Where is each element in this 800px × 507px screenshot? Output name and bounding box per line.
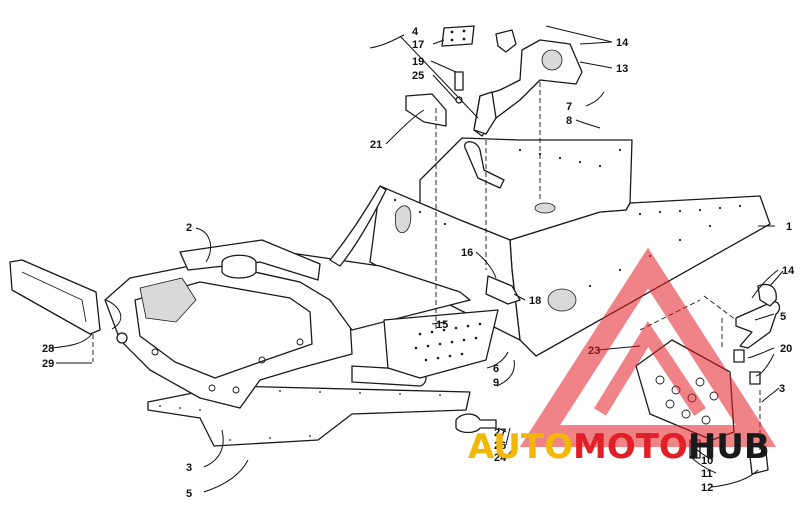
upper-rear-spar [329, 185, 387, 267]
callout-6: 6 [493, 363, 499, 375]
tunnel-front-cutout [394, 205, 412, 234]
bulkhead-floor [209, 249, 471, 331]
bolt-19 [454, 71, 464, 91]
callout-3-rear: 3 [779, 383, 785, 395]
upper-plate-holes [450, 29, 466, 42]
callout-1: 1 [786, 221, 792, 233]
callout-7: 7 [566, 101, 572, 113]
callout-17: 17 [412, 39, 424, 51]
bulkhead-side-window [139, 277, 197, 323]
belly-pan-holes [159, 389, 441, 441]
callout-15: 15 [436, 319, 448, 331]
link-12 [749, 451, 769, 475]
rear-strut-bracket [735, 301, 781, 349]
callout-13: 13 [616, 63, 628, 75]
watermark-text-moto: MOTO [573, 427, 688, 467]
watermark-text-hub: HUB [688, 427, 770, 467]
automotohub-watermark: AUTOMOTOHUB [468, 247, 777, 467]
callout-4: 4 [412, 26, 419, 38]
chassis-drawing [9, 25, 781, 475]
spacer-16 [485, 275, 521, 305]
front-pivot-boss [116, 332, 128, 344]
tunnel-grab-bar [464, 141, 505, 189]
callout-9: 9 [493, 377, 499, 389]
small-bracket-17 [495, 29, 517, 53]
callout-26: 26 [494, 440, 506, 452]
callout-5-belly-pan: 5 [186, 488, 192, 500]
steering-post-bore [541, 49, 563, 71]
callout-10: 10 [701, 455, 713, 467]
footrest-perforations [414, 322, 482, 362]
callout-24: 24 [494, 452, 507, 464]
upper-mount-plate [441, 25, 475, 47]
watermark-triangle-inner [594, 321, 706, 416]
callout-3-belly-pan: 3 [186, 462, 192, 474]
strut-bracket-arm [757, 283, 777, 307]
callout-14-top: 14 [616, 37, 629, 49]
bumper-plate-inner [21, 271, 87, 323]
callout-25: 25 [412, 70, 424, 82]
nut-20 [733, 349, 745, 363]
engine-mount-bracket [221, 254, 257, 279]
callout-20: 20 [780, 343, 792, 355]
callout-29: 29 [42, 358, 54, 370]
callout-27: 27 [494, 427, 506, 439]
tunnel-top-hole [534, 202, 556, 214]
callout-18: 18 [529, 295, 541, 307]
side-bracket-21 [405, 93, 447, 127]
callout-labels: 1 2 3 3 4 5 5 6 7 8 9 10 11 12 13 14 14 … [42, 26, 795, 500]
callout-leaders [51, 25, 784, 493]
callout-21: 21 [370, 139, 382, 151]
watermark-text-auto: AUTO [468, 427, 573, 467]
callout-19: 19 [412, 56, 424, 68]
callout-11: 11 [701, 468, 713, 480]
callout-14-right: 14 [782, 265, 795, 277]
nut-20b [749, 371, 761, 385]
callout-8: 8 [566, 115, 572, 127]
steering-support-leg [473, 91, 497, 135]
callout-12: 12 [701, 482, 713, 494]
watermark-triangle-logo [519, 247, 777, 447]
bracket-27 [455, 413, 497, 434]
callout-16: 16 [461, 247, 473, 259]
watermark-text: AUTOMOTOHUB [468, 427, 770, 467]
callout-5-right: 5 [780, 311, 786, 323]
callout-28: 28 [42, 343, 54, 355]
callout-2: 2 [186, 222, 192, 234]
bulkhead-bolt-holes [151, 338, 304, 394]
tunnel-side-hole [547, 288, 577, 312]
front-bumper-plate [9, 259, 101, 335]
